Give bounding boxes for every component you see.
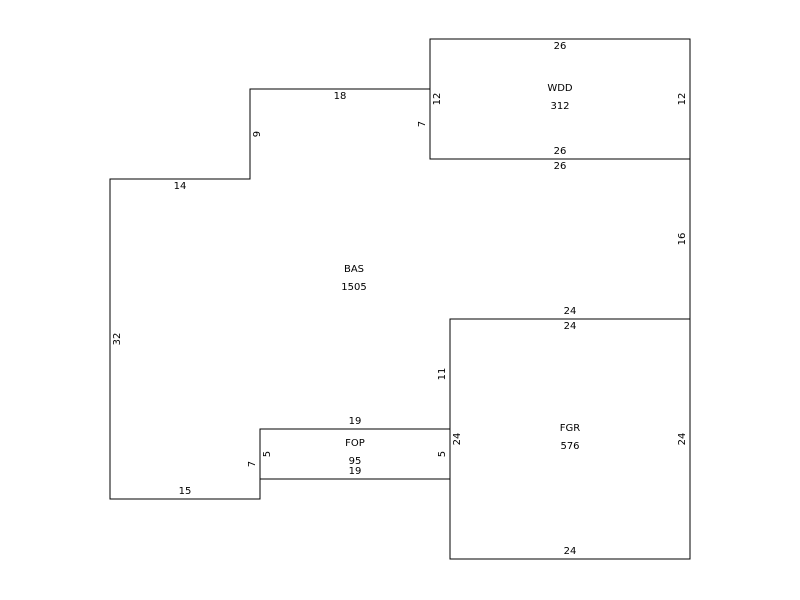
dim-bas-left: 32 xyxy=(112,333,123,346)
bas-area: 1505 xyxy=(341,282,366,293)
dim-bas-top-right: 26 xyxy=(554,161,567,172)
dim-fop-bottom: 19 xyxy=(349,466,362,477)
fgr-area: 576 xyxy=(560,441,579,452)
dim-bas-step-left: 11 xyxy=(437,368,448,381)
dim-bas-step-up: 9 xyxy=(252,131,263,137)
dim-wdd-bottom: 26 xyxy=(554,146,567,157)
dim-fgr-bottom: 24 xyxy=(564,546,577,557)
dim-wdd-left: 12 xyxy=(432,93,443,106)
fgr-label: FGR xyxy=(560,423,581,434)
fop-area: 95 xyxy=(349,456,362,467)
fgr-outline xyxy=(449,318,691,560)
dim-fgr-top: 24 xyxy=(564,321,577,332)
dim-wdd-top: 26 xyxy=(554,41,567,52)
dim-fop-right: 5 xyxy=(437,451,448,457)
dim-fgr-right: 24 xyxy=(677,433,688,446)
wdd-label: WDD xyxy=(547,83,573,94)
dim-bas-top-left: 14 xyxy=(174,181,187,192)
dim-bas-top-mid: 18 xyxy=(334,91,347,102)
dim-bas-right: 16 xyxy=(677,233,688,246)
dim-bas-bottom-left: 15 xyxy=(179,486,192,497)
dim-fop-left: 5 xyxy=(262,451,273,457)
dim-fgr-left: 24 xyxy=(452,433,463,446)
fop-label: FOP xyxy=(345,438,365,449)
bas-outline xyxy=(109,88,691,500)
wdd-outline xyxy=(429,38,691,160)
dim-bas-bottom-right: 24 xyxy=(564,306,577,317)
dim-bas-step-down: 7 xyxy=(247,461,258,467)
wdd-area: 312 xyxy=(550,101,569,112)
bas-label: BAS xyxy=(344,264,364,275)
dim-wdd-right: 12 xyxy=(677,93,688,106)
fop-outline xyxy=(259,428,451,480)
dim-fop-top: 19 xyxy=(349,416,362,427)
dim-bas-notch: 7 xyxy=(417,121,428,127)
